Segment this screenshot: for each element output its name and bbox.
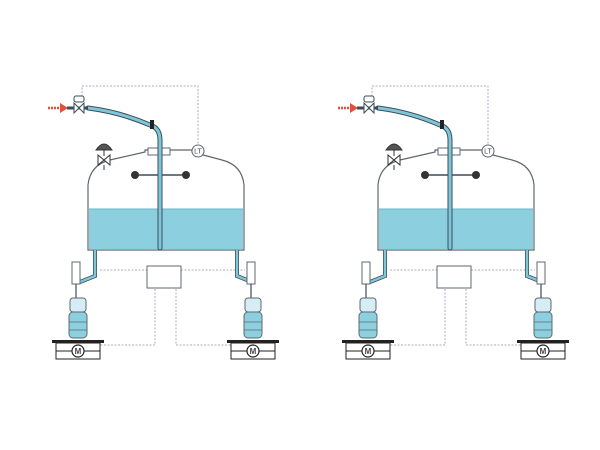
meter-base-plate — [342, 340, 394, 343]
probe-housing — [536, 261, 546, 285]
lt-bubble — [191, 144, 205, 158]
meter-signal-line — [175, 289, 235, 346]
agitator-knob — [131, 171, 139, 179]
lt-bubble — [481, 144, 495, 158]
probe-housing — [361, 261, 371, 285]
valve-body — [387, 153, 401, 167]
control-valve-icon — [73, 95, 85, 115]
meter-base-plate — [227, 340, 279, 343]
meter-head — [359, 297, 377, 313]
agitator-knob — [182, 171, 190, 179]
valve-signal-line — [371, 85, 489, 148]
tank-diagram-left: LT M M — [48, 85, 279, 360]
outlet-leg-left — [79, 250, 97, 284]
flow-meter-right: M — [517, 261, 569, 360]
lt-label: LT — [484, 149, 492, 156]
meter-signal-line — [465, 289, 525, 346]
tank-liquid — [379, 209, 533, 249]
meter-body — [243, 311, 263, 339]
valve-body — [97, 153, 111, 167]
inflow-arrow-icon — [338, 103, 358, 113]
agitator-knob — [421, 171, 429, 179]
level-transmitter-icon: LT — [481, 144, 495, 158]
controller-box — [436, 265, 472, 289]
flow-meter-right: M — [227, 261, 279, 360]
flow-meter-left: M — [52, 261, 104, 360]
valve-body — [73, 101, 85, 115]
hand-valve-icon — [95, 143, 113, 170]
tank-diagram-right: LT M M — [338, 85, 569, 360]
valve-handwheel — [95, 143, 113, 151]
valve-actuator — [363, 95, 375, 103]
controller-box — [146, 265, 182, 289]
flow-meter-left: M — [342, 261, 394, 360]
meter-body — [533, 311, 553, 339]
valve-handwheel — [385, 143, 403, 151]
meter-label: M — [365, 347, 372, 356]
pipe-flange — [150, 120, 154, 129]
meter-body — [68, 311, 88, 339]
valve-actuator — [73, 95, 85, 103]
tank-liquid — [89, 209, 243, 249]
outlet-leg-left — [369, 250, 387, 284]
meter-signal-line — [386, 289, 446, 346]
pipe-flange — [440, 120, 444, 129]
arrow-head — [350, 103, 358, 113]
meter-head — [244, 297, 262, 313]
inflow-arrow-icon — [48, 103, 68, 113]
meter-label: M — [250, 347, 257, 356]
lt-label: LT — [194, 149, 202, 156]
control-valve-icon — [363, 95, 375, 115]
valve-body — [363, 101, 375, 115]
agitator-knob — [472, 171, 480, 179]
meter-base-plate — [52, 340, 104, 343]
hand-valve-icon — [385, 143, 403, 170]
meter-head — [69, 297, 87, 313]
level-transmitter-icon: LT — [191, 144, 205, 158]
meter-head — [534, 297, 552, 313]
probe-housing — [246, 261, 256, 285]
meter-body — [358, 311, 378, 339]
probe-housing — [71, 261, 81, 285]
meter-signal-line — [96, 289, 156, 346]
valve-signal-line — [81, 85, 199, 148]
meter-label: M — [540, 347, 547, 356]
meter-base-plate — [517, 340, 569, 343]
meter-label: M — [75, 347, 82, 356]
arrow-head — [60, 103, 68, 113]
